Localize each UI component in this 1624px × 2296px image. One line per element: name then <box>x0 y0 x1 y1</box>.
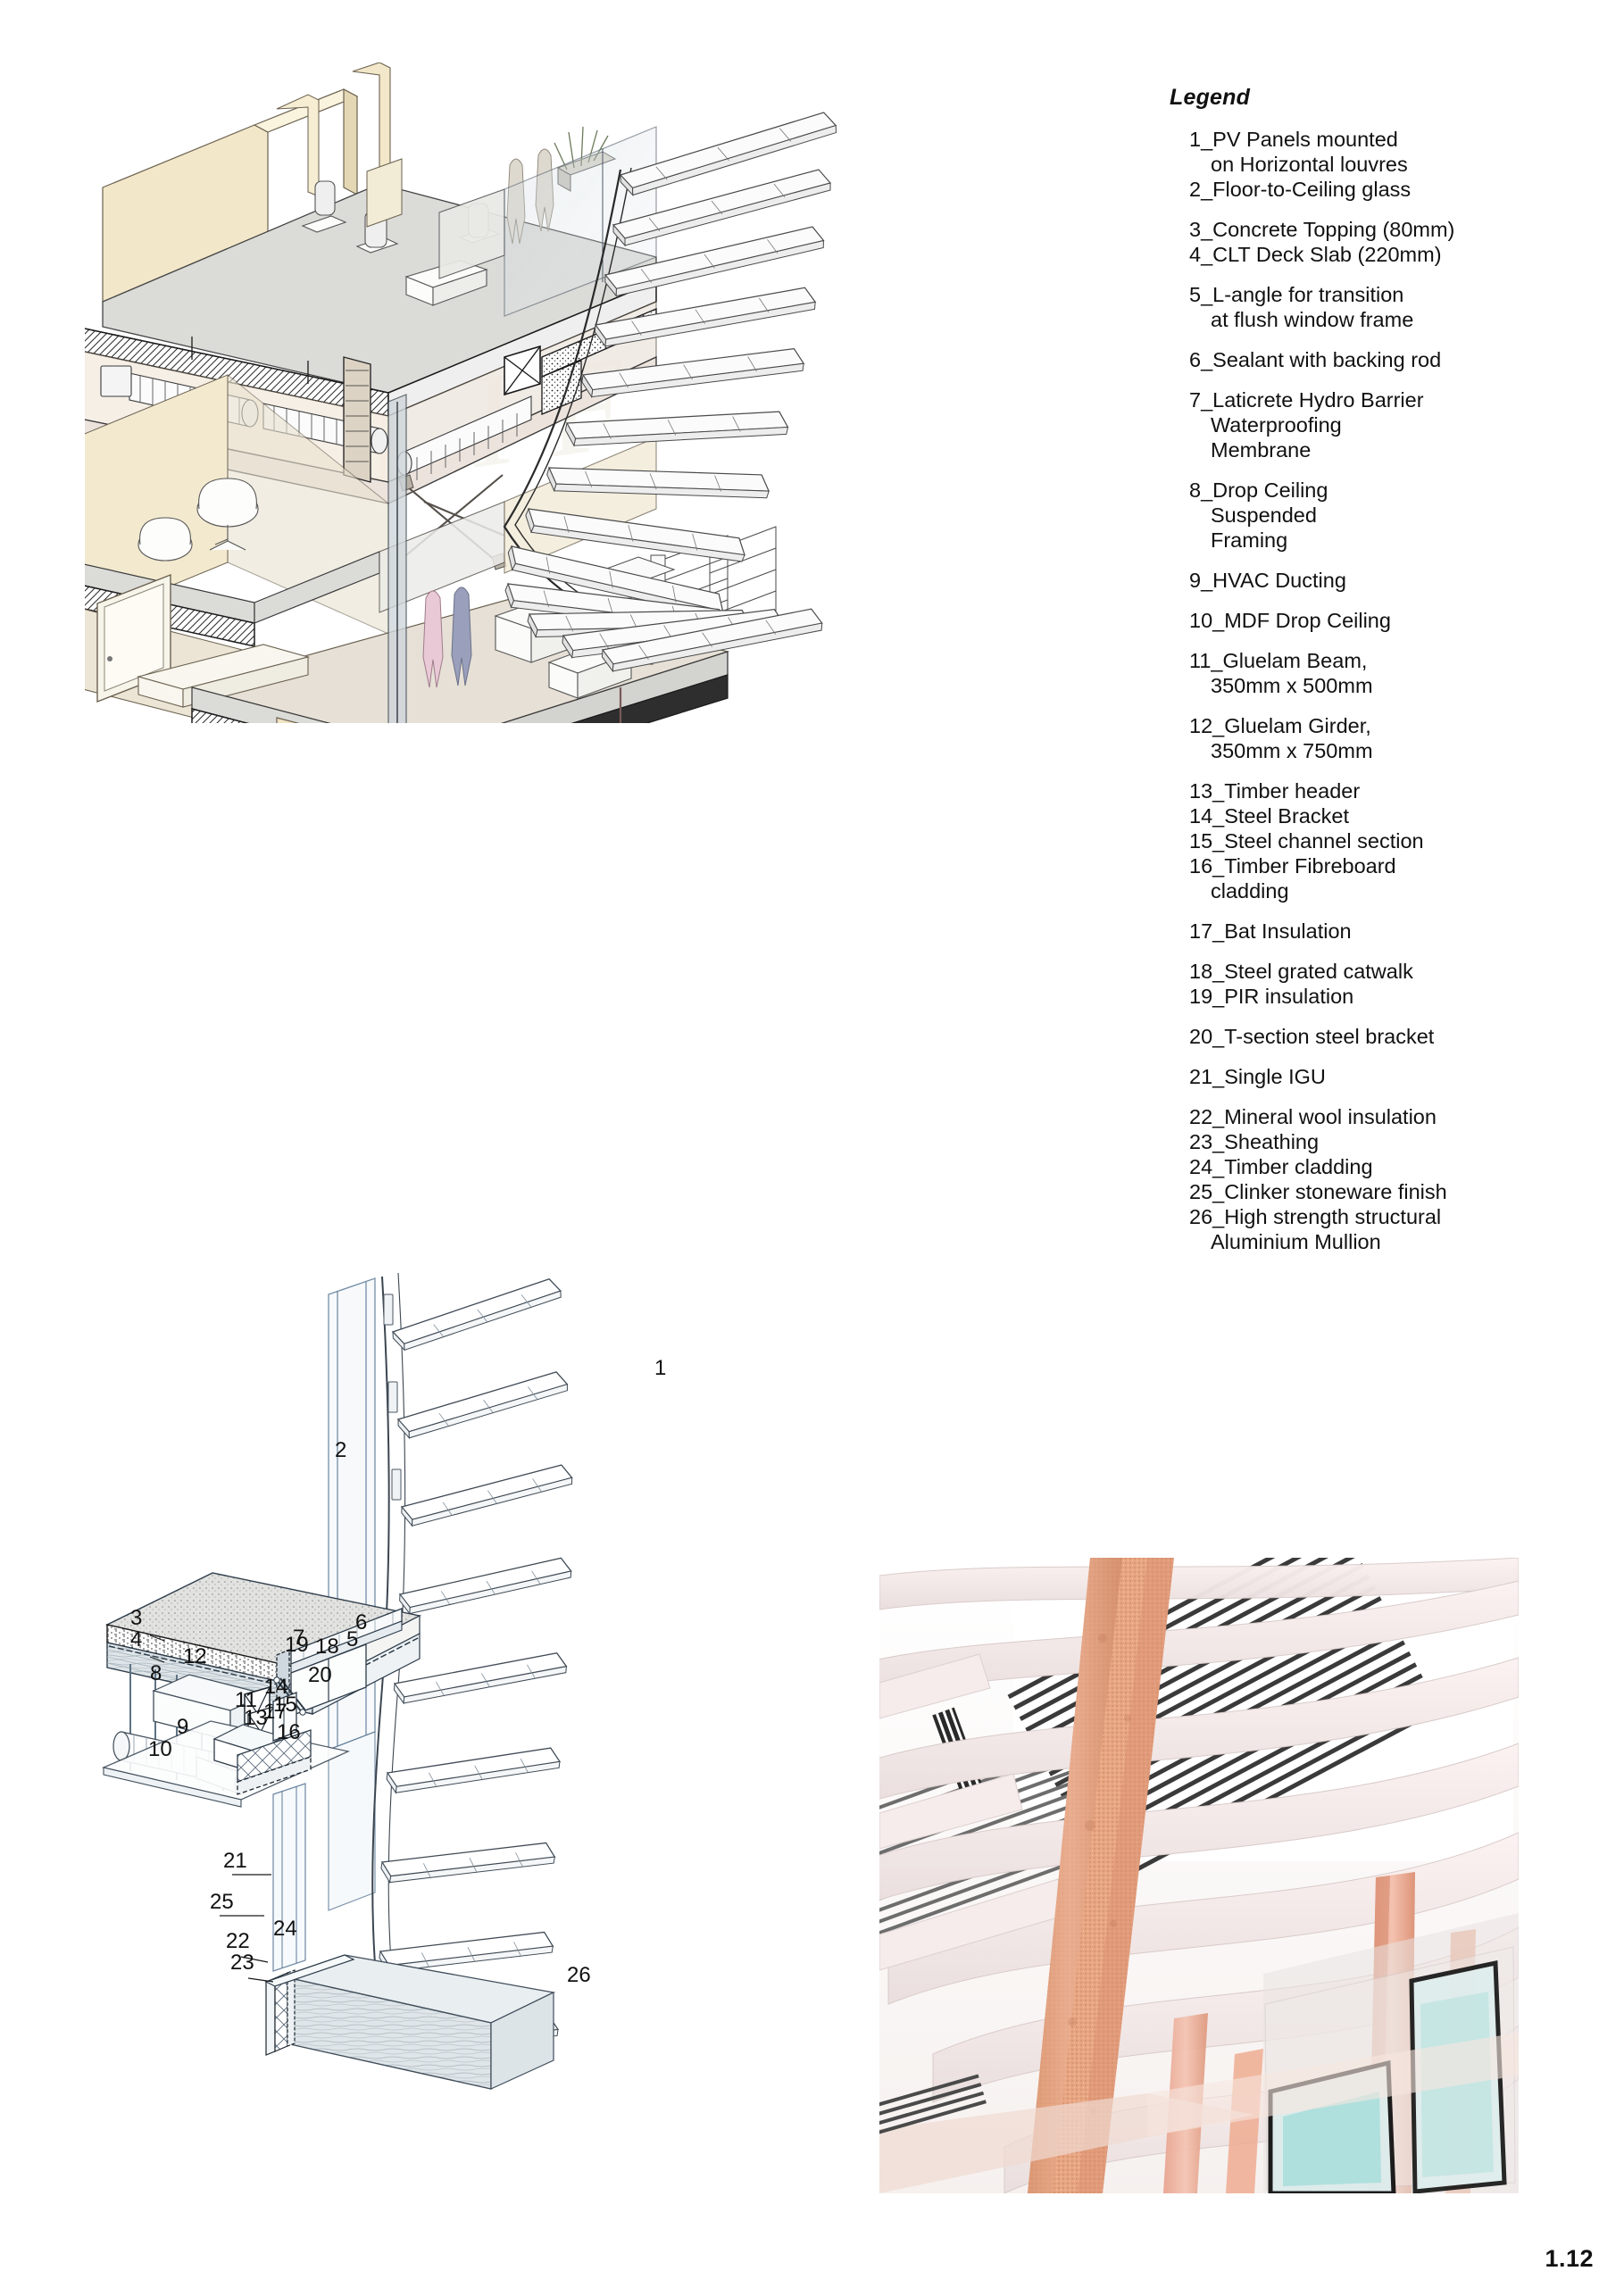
legend-group: 3_Concrete Topping (80mm)4_CLT Deck Slab… <box>1170 217 1491 267</box>
legend-group: 6_Sealant with backing rod <box>1170 347 1491 372</box>
detail-callout-22: 22 <box>226 1929 250 1953</box>
legend-item: 24_Timber cladding <box>1189 1155 1373 1178</box>
legend-item: 8_Drop Ceiling <box>1189 478 1328 502</box>
legend-item-continuation: cladding <box>1211 879 1289 903</box>
legend-item-continuation: 350mm x 750mm <box>1211 739 1373 762</box>
detail-callout-2: 2 <box>335 1438 346 1462</box>
legend-item: 12_Gluelam Girder, <box>1189 714 1371 737</box>
legend-item-continuation: on Horizontal louvres <box>1211 153 1408 176</box>
legend-group: 21_Single IGU <box>1170 1064 1491 1089</box>
legend-item: 1_PV Panels mounted <box>1189 128 1398 151</box>
legend-item-continuation: Framing <box>1211 528 1288 552</box>
detail-callout-25: 25 <box>210 1890 234 1914</box>
legend-item-continuation: Suspended <box>1211 503 1317 527</box>
legend-item-continuation: Aluminium Mullion <box>1211 1230 1381 1253</box>
legend-item-continuation: at flush window frame <box>1211 308 1414 331</box>
legend-item: 13_Timber header <box>1189 779 1361 803</box>
detail-callout-24: 24 <box>273 1917 297 1941</box>
legend-item: 23_Sheathing <box>1189 1130 1320 1153</box>
legend-item-continuation: Membrane <box>1211 438 1312 462</box>
legend-group: 20_T-section steel bracket <box>1170 1024 1491 1049</box>
detail-callout-8: 8 <box>150 1661 162 1685</box>
detail-callout-16: 16 <box>277 1720 301 1744</box>
legend-item: 14_Steel Bracket <box>1189 804 1349 828</box>
legend-group: 17_Bat Insulation <box>1170 919 1491 944</box>
legend-item: 2_Floor-to-Ceiling glass <box>1189 178 1412 201</box>
legend-item: 26_High strength structural <box>1189 1205 1442 1228</box>
detail-callout-13: 13 <box>244 1706 268 1730</box>
legend-group: 11_Gluelam Beam,350mm x 500mm <box>1170 648 1491 698</box>
legend-item: 15_Steel channel section <box>1189 829 1424 853</box>
detail-callout-12: 12 <box>183 1644 207 1668</box>
legend-group: 9_HVAC Ducting <box>1170 568 1491 593</box>
detail-callout-14: 14 <box>264 1675 288 1699</box>
detail-callout-9: 9 <box>177 1715 188 1739</box>
legend-item-continuation: Waterproofing <box>1211 413 1342 437</box>
legend-item: 19_PIR insulation <box>1189 985 1354 1008</box>
legend-item: 10_MDF Drop Ceiling <box>1189 609 1391 632</box>
detail-callout-1: 1 <box>654 1356 666 1380</box>
legend-item: 3_Concrete Topping (80mm) <box>1189 218 1455 241</box>
legend-group: 10_MDF Drop Ceiling <box>1170 608 1491 633</box>
legend-item: 21_Single IGU <box>1189 1065 1326 1088</box>
legend-item: 9_HVAC Ducting <box>1189 569 1346 592</box>
detail-callout-7: 7 <box>293 1626 304 1650</box>
page-number: 1.12 <box>1545 2245 1594 2272</box>
detail-callout-3: 3 <box>130 1606 142 1630</box>
legend-title: Legend <box>1170 85 1251 110</box>
detail-callout-11: 11 <box>235 1688 257 1712</box>
detail-callout-18: 18 <box>315 1635 339 1659</box>
detail-callout-10: 10 <box>148 1737 172 1761</box>
detail-callout-21: 21 <box>223 1849 247 1873</box>
legend-item: 5_L-angle for transition <box>1189 283 1404 306</box>
legend-item: 11_Gluelam Beam, <box>1189 649 1368 672</box>
detail-callout-20: 20 <box>308 1663 332 1687</box>
detail-callout-15: 15 <box>273 1693 297 1717</box>
detail-callout-5: 5 <box>346 1627 358 1651</box>
legend-item-continuation: 350mm x 500mm <box>1211 674 1373 697</box>
building-section-perspective-drawing: L I F <box>85 62 1076 723</box>
interior-render-image <box>879 1558 1519 2193</box>
legend-item: 18_Steel grated catwalk <box>1189 960 1413 983</box>
legend-item: 17_Bat Insulation <box>1189 919 1352 943</box>
legend-item: 6_Sealant with backing rod <box>1189 348 1442 371</box>
legend-item: 7_Laticrete Hydro Barrier <box>1189 388 1424 412</box>
legend-item: 25_Clinker stoneware finish <box>1189 1180 1447 1203</box>
legend-item: 20_T-section steel bracket <box>1189 1025 1435 1048</box>
legend-group: 12_Gluelam Girder,350mm x 750mm <box>1170 713 1491 763</box>
detail-callout-23: 23 <box>230 1951 254 1975</box>
legend-item: 22_Mineral wool insulation <box>1189 1105 1437 1128</box>
detail-callout-4: 4 <box>130 1627 142 1651</box>
detail-callout-19: 19 <box>285 1633 309 1657</box>
detail-callout-17: 17 <box>263 1700 287 1724</box>
detail-callout-26: 26 <box>567 1963 591 1987</box>
detail-callout-6: 6 <box>355 1610 367 1635</box>
legend-item: 4_CLT Deck Slab (220mm) <box>1189 243 1442 266</box>
legend-item: 16_Timber Fibreboard <box>1189 854 1396 878</box>
